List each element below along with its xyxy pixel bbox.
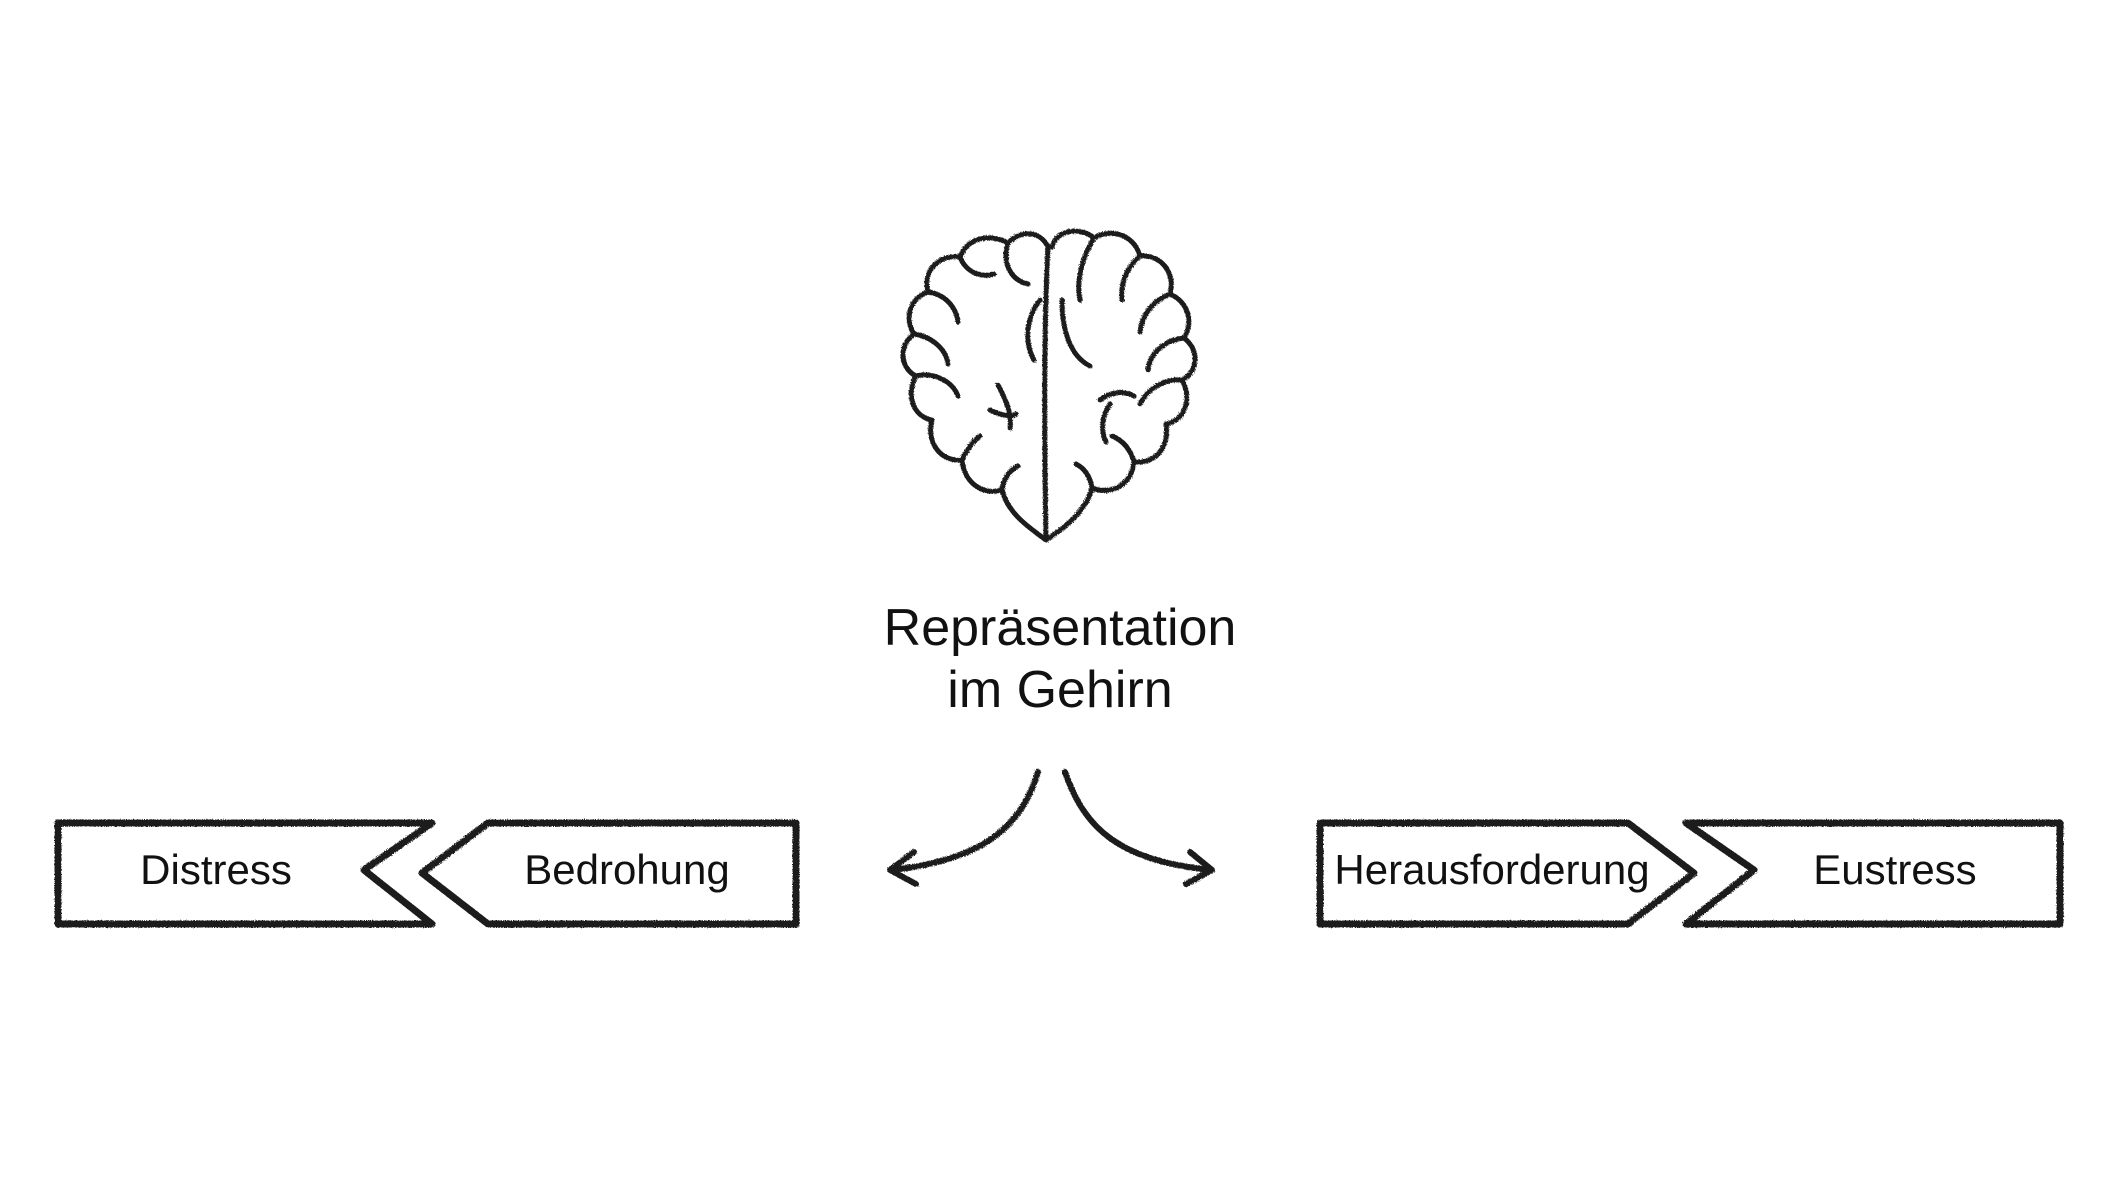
chevron-eustress: Eustress (1682, 819, 2064, 928)
chevron-label-eustress: Eustress (1813, 846, 1976, 893)
chevron-bedrohung: Bedrohung (418, 819, 800, 928)
center-title-line1: Repräsentation (884, 599, 1237, 657)
chevron-label-distress: Distress (140, 846, 292, 893)
chevron-label-herausforderung: Herausforderung (1334, 846, 1649, 893)
chevron-herausforderung: Herausforderung (1316, 819, 1698, 928)
brain-icon (900, 228, 1198, 543)
center-title-line2: im Gehirn (947, 661, 1172, 719)
curved-arrow-left-icon (887, 769, 1041, 887)
chevron-label-bedrohung: Bedrohung (524, 846, 730, 893)
chevron-distress: Distress (54, 819, 436, 928)
curved-arrow-right-icon (1062, 769, 1215, 887)
